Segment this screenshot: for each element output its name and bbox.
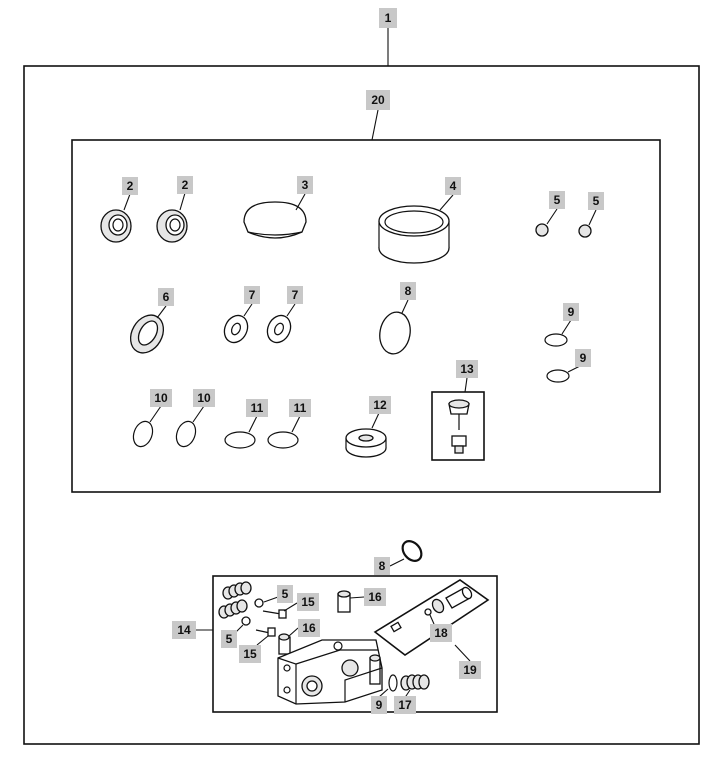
pump-housing-part xyxy=(277,639,383,705)
seal-part xyxy=(129,314,165,354)
callout-11: 11 xyxy=(289,399,311,417)
callout-3: 3 xyxy=(297,176,313,194)
callout-12: 12 xyxy=(369,396,391,414)
seal-part xyxy=(100,209,132,243)
callout-13: 13 xyxy=(456,360,478,378)
callout-9: 9 xyxy=(563,303,579,321)
check-valve-kit-part xyxy=(373,579,490,656)
callout-10: 10 xyxy=(193,389,215,407)
ball-part xyxy=(578,224,592,238)
svg-text:4: 4 xyxy=(450,179,457,193)
svg-text:16: 16 xyxy=(368,590,382,604)
svg-text:13: 13 xyxy=(460,362,474,376)
spring-part xyxy=(400,674,430,691)
callout-16: 16 xyxy=(298,619,320,637)
valve-kit-part xyxy=(431,391,485,461)
assembly-frame xyxy=(23,65,700,745)
callout-2: 2 xyxy=(177,176,193,194)
o-ring-part xyxy=(388,674,398,692)
svg-text:12: 12 xyxy=(373,398,387,412)
kit-frame xyxy=(71,139,661,493)
callout-19: 19 xyxy=(459,661,481,679)
svg-text:9: 9 xyxy=(376,698,383,712)
pin-part xyxy=(337,590,351,613)
bushing-part xyxy=(378,205,450,264)
ball-part xyxy=(241,616,251,626)
svg-text:3: 3 xyxy=(302,178,309,192)
o-ring-part xyxy=(267,431,299,449)
svg-text:8: 8 xyxy=(405,284,412,298)
svg-text:14: 14 xyxy=(177,623,191,637)
callout-6: 6 xyxy=(158,288,174,306)
washer-part xyxy=(223,314,249,344)
svg-text:5: 5 xyxy=(282,587,289,601)
callout-20: 20 xyxy=(366,90,390,110)
callout-10: 10 xyxy=(150,389,172,407)
svg-text:6: 6 xyxy=(163,290,170,304)
callout-8: 8 xyxy=(400,282,416,300)
svg-text:1: 1 xyxy=(385,11,392,25)
svg-text:18: 18 xyxy=(434,626,448,640)
callout-7: 7 xyxy=(287,286,303,304)
svg-text:5: 5 xyxy=(226,632,233,646)
spring-part xyxy=(218,599,248,619)
svg-text:5: 5 xyxy=(593,194,600,208)
svg-text:9: 9 xyxy=(568,305,575,319)
svg-text:19: 19 xyxy=(463,663,477,677)
svg-text:15: 15 xyxy=(301,595,315,609)
ball-part xyxy=(535,223,549,237)
callout-5: 5 xyxy=(277,585,293,603)
callout-1: 1 xyxy=(379,8,397,28)
svg-text:5: 5 xyxy=(554,193,561,207)
seal-part xyxy=(156,209,188,243)
pump-assembly-frame xyxy=(212,575,498,713)
callout-8: 8 xyxy=(374,557,390,575)
o-ring-part xyxy=(175,420,197,448)
o-ring-part xyxy=(224,431,256,449)
svg-text:8: 8 xyxy=(379,559,386,573)
o-ring-part xyxy=(546,369,570,383)
callout-15: 15 xyxy=(239,645,261,663)
svg-text:15: 15 xyxy=(243,647,257,661)
callout-15: 15 xyxy=(297,593,319,611)
plug-part xyxy=(255,627,276,637)
pin-part xyxy=(278,633,291,655)
spring-part xyxy=(222,581,252,600)
svg-text:9: 9 xyxy=(580,351,587,365)
callout-4: 4 xyxy=(445,177,461,195)
callout-7: 7 xyxy=(244,286,260,304)
cap-part xyxy=(243,201,307,239)
callout-5: 5 xyxy=(221,630,237,648)
svg-text:17: 17 xyxy=(398,698,412,712)
svg-text:2: 2 xyxy=(127,179,134,193)
svg-text:10: 10 xyxy=(197,391,211,405)
callout-9: 9 xyxy=(575,349,591,367)
svg-text:11: 11 xyxy=(294,401,307,415)
callout-5: 5 xyxy=(549,191,565,209)
callout-2: 2 xyxy=(122,177,138,195)
callout-14: 14 xyxy=(172,621,196,639)
disc-part xyxy=(379,311,411,355)
o-ring-part xyxy=(132,420,154,448)
svg-text:2: 2 xyxy=(182,178,189,192)
svg-text:16: 16 xyxy=(302,621,316,635)
callout-16: 16 xyxy=(364,588,386,606)
callout-18: 18 xyxy=(430,624,452,642)
ball-part xyxy=(254,598,264,608)
svg-text:11: 11 xyxy=(251,401,264,415)
svg-text:7: 7 xyxy=(249,288,256,302)
o-ring-part xyxy=(544,333,568,347)
spacer-part xyxy=(345,428,387,458)
svg-text:10: 10 xyxy=(154,391,168,405)
callout-17: 17 xyxy=(394,696,416,714)
svg-text:20: 20 xyxy=(371,93,385,107)
callout-5: 5 xyxy=(588,192,604,210)
svg-text:7: 7 xyxy=(292,288,299,302)
callout-11: 11 xyxy=(246,399,268,417)
plug-part xyxy=(262,609,287,619)
ring-part xyxy=(401,540,423,562)
washer-part xyxy=(266,314,292,344)
callout-9: 9 xyxy=(371,696,387,714)
